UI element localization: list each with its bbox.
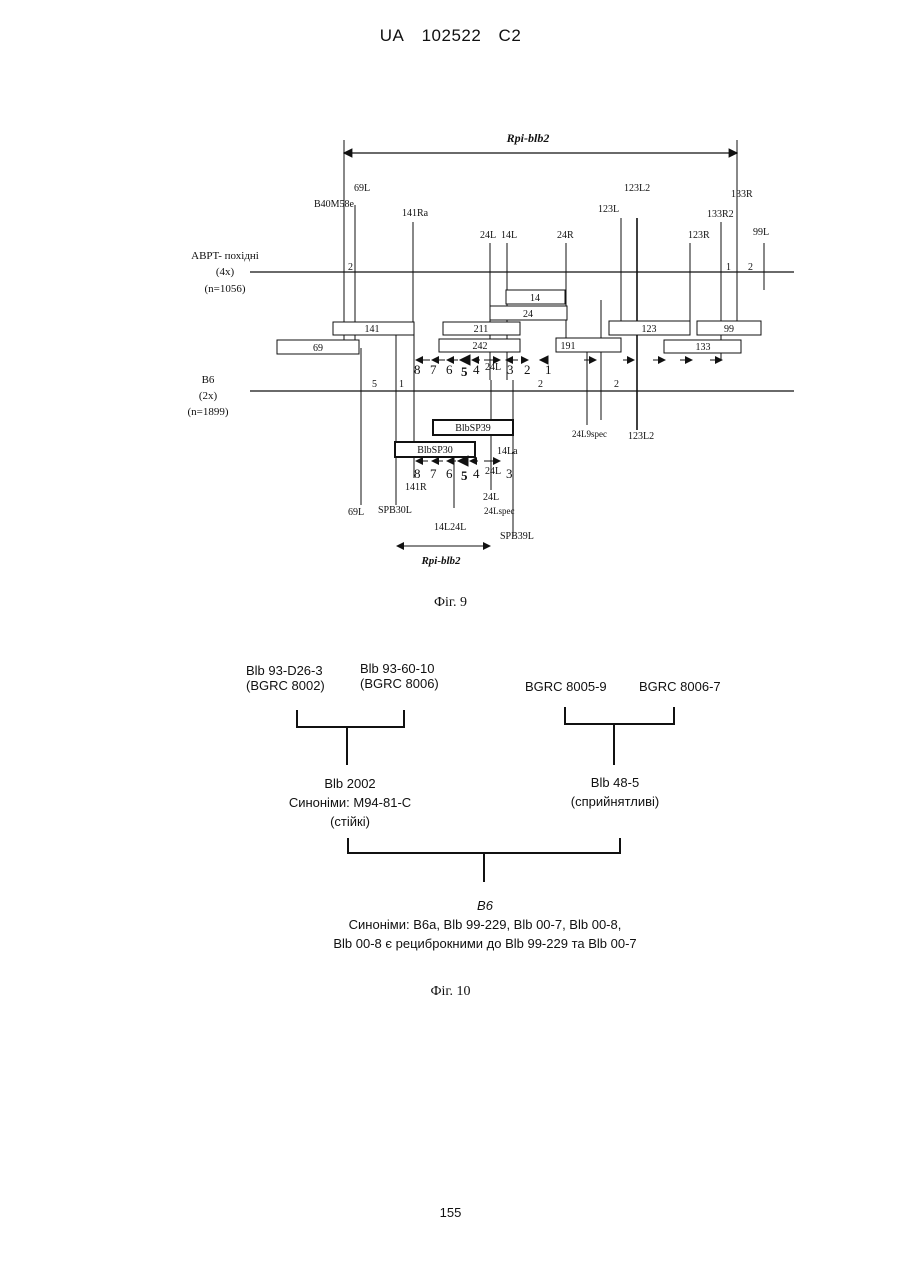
parent-2: Blb 93-60-10 (BGRC 8006) — [360, 661, 439, 691]
susceptible-parent: Blb 48-5 (сприйнятливі) — [545, 773, 685, 811]
page-number: 155 — [0, 1205, 901, 1220]
parent-1: Blb 93-D26-3 (BGRC 8002) — [246, 663, 325, 693]
progeny-b6: B6 Синоніми: B6a, Blb 99-229, Blb 00-7, … — [300, 896, 670, 953]
parent-4: BGRC 8006-7 — [639, 679, 721, 694]
resistant-parent: Blb 2002 Синоніми: M94-81-C (стійкі) — [270, 774, 430, 831]
parent-3: BGRC 8005-9 — [525, 679, 607, 694]
figure-10-caption: Фіг. 10 — [0, 984, 901, 1000]
